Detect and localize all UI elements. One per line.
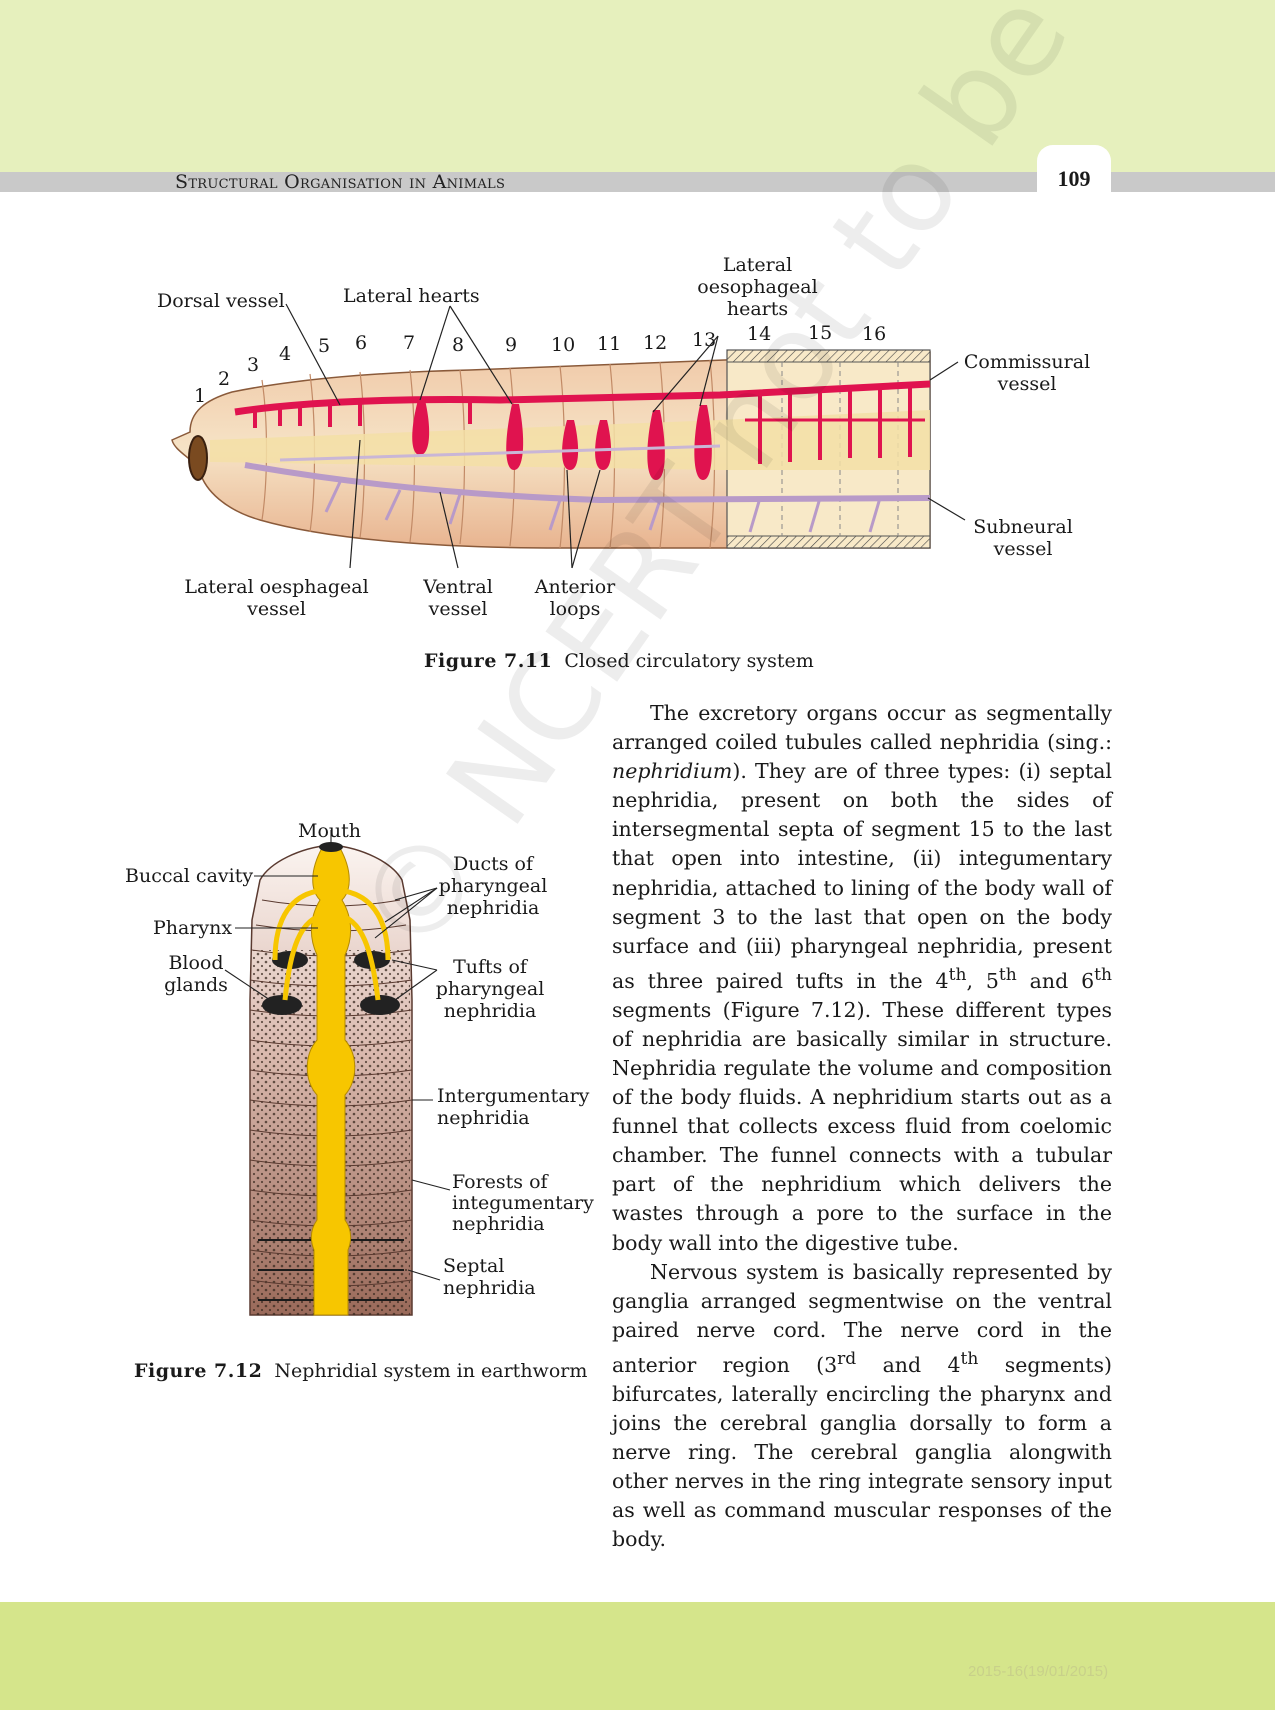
segment-number: 7	[403, 332, 416, 354]
segment-number: 9	[505, 334, 518, 356]
circulatory-system-figure	[171, 303, 966, 569]
top-band	[0, 0, 1275, 172]
label-commissural-vessel: Commissural vessel	[963, 351, 1091, 395]
label-buccal-cavity: Buccal cavity	[125, 865, 254, 887]
paragraph-excretory: The excretory organs occur as segmentall…	[612, 701, 1113, 1255]
figure-7-12-caption: Figure 7.12 Nephridial system in earthwo…	[134, 1360, 588, 1382]
footer-date: 2015-16(19/01/2015)	[968, 1663, 1109, 1680]
label-lateral-hearts: Lateral hearts	[343, 285, 480, 307]
pharyngeal-ducts	[272, 887, 391, 1001]
label-intergumentary-nephridia: Intergumentary nephridia	[437, 1085, 590, 1129]
label-septal-nephridia: Septal nephridia	[443, 1255, 536, 1299]
segment-number: 4	[279, 343, 292, 365]
segment-number: 10	[551, 334, 576, 356]
page-number-tab	[1037, 145, 1111, 201]
segment-number: 13	[692, 329, 717, 351]
label-ventral-vessel: Ventral vessel	[423, 576, 493, 620]
label-lateral-oesphageal-vessel: Lateral oesphageal vessel	[184, 576, 369, 620]
label-subneural-vessel: Subneural vessel	[973, 516, 1073, 560]
nephridial-system-figure	[224, 830, 451, 1316]
segment-number: 11	[597, 333, 622, 355]
label-anterior-loops: Anterior loops	[534, 576, 616, 620]
dorsal-vessel	[234, 380, 931, 416]
segment-number: 14	[747, 323, 772, 345]
label-mouth: Mouth	[298, 820, 362, 842]
segment-number: 5	[318, 335, 331, 357]
label-tufts-pharyngeal-nephridia: Tufts of pharyngeal nephridia	[435, 956, 545, 1022]
body-text: The excretory organs occur as segmentall…	[612, 699, 1112, 1554]
segment-number: 8	[452, 334, 465, 356]
ventral-vessel	[244, 462, 931, 504]
segment-number: 2	[218, 368, 231, 390]
running-header: Structural Organisation in Animals	[175, 171, 506, 193]
leader-lines	[224, 830, 451, 1281]
mouth-point	[319, 842, 343, 852]
label-forests-integumentary-nephridia: Forests of integumentary nephridia	[452, 1171, 594, 1235]
label-lateral-oesophageal-hearts: Lateral oesophageal hearts	[697, 254, 818, 320]
segment-number: 16	[862, 323, 887, 345]
leader-lines	[285, 303, 966, 569]
page-number: 109	[1057, 166, 1091, 191]
bottom-band	[0, 1602, 1275, 1710]
segment-number: 3	[247, 354, 260, 376]
segment-number: 15	[808, 322, 833, 344]
segment-number: 12	[643, 332, 668, 354]
figure-7-11-caption: Figure 7.11 Closed circulatory system	[424, 650, 814, 672]
paragraph-nervous: Nervous system is basically represented …	[612, 1259, 1113, 1552]
header-rule	[0, 172, 1275, 192]
segment-number: 1	[194, 385, 207, 407]
label-ducts-pharyngeal-nephridia: Ducts of pharyngeal nephridia	[438, 853, 548, 919]
septal-nephridia-marks	[258, 1239, 404, 1301]
mouth-opening	[188, 435, 208, 481]
label-pharynx: Pharynx	[153, 917, 233, 939]
segment-number: 6	[355, 332, 368, 354]
label-blood-glands: Blood glands	[164, 952, 228, 996]
label-dorsal-vessel: Dorsal vessel	[157, 290, 285, 312]
